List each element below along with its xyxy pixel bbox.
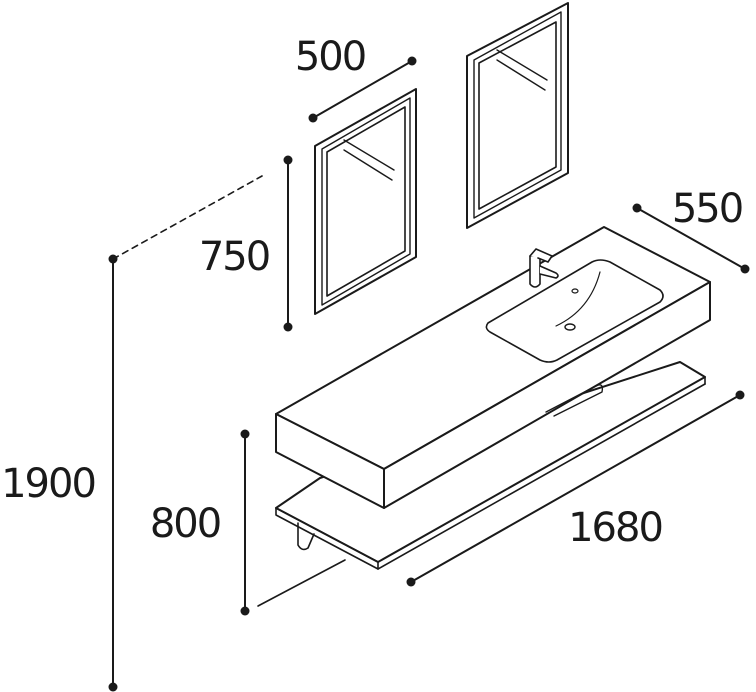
dimension-550: 550: [632, 186, 750, 274]
dimension-label-800: 800: [150, 501, 220, 547]
lower-shelf: [275, 361, 706, 570]
dimension-end-dot: [735, 390, 745, 400]
dimension-end-dot: [632, 203, 642, 213]
right-mirror: [466, 2, 569, 229]
dimension-end-dot: [240, 606, 250, 616]
dimension-end-dot: [308, 113, 318, 123]
dimension-500: 500: [295, 34, 417, 123]
left-mirror: [314, 88, 417, 315]
dimension-end-dot: [407, 56, 417, 66]
dimension-end-dot: [406, 577, 416, 587]
dimension-label-1680: 1680: [568, 505, 662, 551]
dimension-end-dot: [108, 254, 118, 264]
dimension-1900: 1900: [1, 175, 263, 692]
dimension-end-dot: [108, 682, 118, 692]
dimension-800: 800: [150, 429, 346, 616]
basin: [485, 259, 664, 363]
dimension-label-1900: 1900: [1, 461, 95, 507]
dimension-label-550: 550: [672, 186, 742, 232]
dimension-label-500: 500: [295, 34, 365, 80]
dimension-end-dot: [240, 429, 250, 439]
countertop: [275, 226, 711, 509]
dimension-label-750: 750: [199, 234, 269, 280]
dimension-end-dot: [283, 155, 293, 165]
dimension-750: 750: [199, 155, 293, 332]
faucet: [529, 248, 559, 288]
dimension-end-dot: [740, 264, 750, 274]
dimension-1680: 1680: [406, 390, 745, 587]
dimension-end-dot: [283, 322, 293, 332]
